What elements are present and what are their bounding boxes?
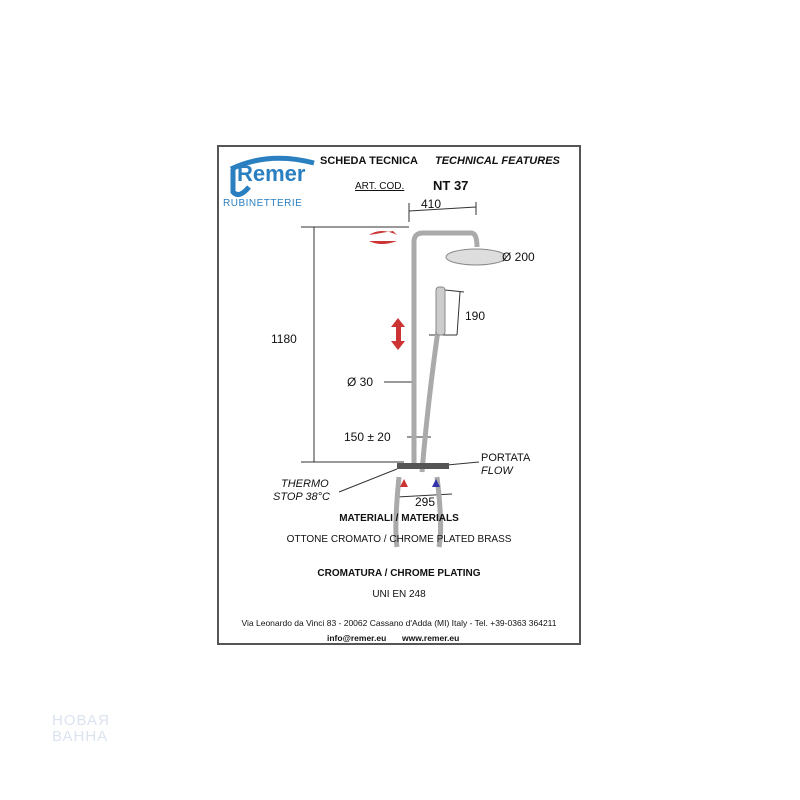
- dim-valve: 295: [415, 495, 436, 509]
- remer-logo-swoosh: [229, 155, 315, 198]
- dim-head: Ø 200: [502, 250, 535, 264]
- dim-width: 410: [421, 197, 442, 211]
- thermo-1: THERMO: [281, 478, 329, 490]
- plating-heading: CROMATURA / CHROME PLATING: [317, 568, 481, 579]
- dim-height: 1180: [271, 332, 297, 346]
- web-link[interactable]: www.remer.eu: [402, 633, 460, 643]
- art-code: NT 37: [433, 178, 469, 193]
- remer-logo: Remer: [237, 161, 306, 186]
- materials-heading: MATERIALI / MATERIALS: [339, 513, 459, 524]
- title-it: SCHEDA TECNICA: [320, 155, 418, 167]
- watermark-line1: НОВАЯ: [52, 712, 110, 729]
- dim-bar: Ø 30: [347, 375, 374, 389]
- dim-spacing: 150 ± 20: [344, 430, 391, 444]
- dim-hand: 190: [465, 309, 486, 323]
- watermark-line2: ВАННА: [52, 728, 109, 745]
- shower-diagram: [229, 155, 507, 548]
- address: Via Leonardo da Vinci 83 - 20062 Cassano…: [241, 618, 557, 628]
- title-en: TECHNICAL FEATURES: [435, 155, 560, 167]
- flow-en: FLOW: [481, 465, 513, 477]
- logo-subtitle: RUBINETTERIE: [223, 198, 303, 209]
- plating-value: UNI EN 248: [372, 589, 426, 600]
- flow-it: PORTATA: [481, 452, 531, 464]
- thermo-2: STOP 38°C: [273, 491, 330, 503]
- email-link[interactable]: info@remer.eu: [327, 633, 387, 643]
- technical-sheet: Remer RUBINETTERIE SCHEDA TECNICA TECHNI…: [217, 145, 581, 645]
- art-label: ART. COD.: [355, 181, 405, 192]
- materials-value: OTTONE CROMATO / CHROME PLATED BRASS: [286, 534, 512, 545]
